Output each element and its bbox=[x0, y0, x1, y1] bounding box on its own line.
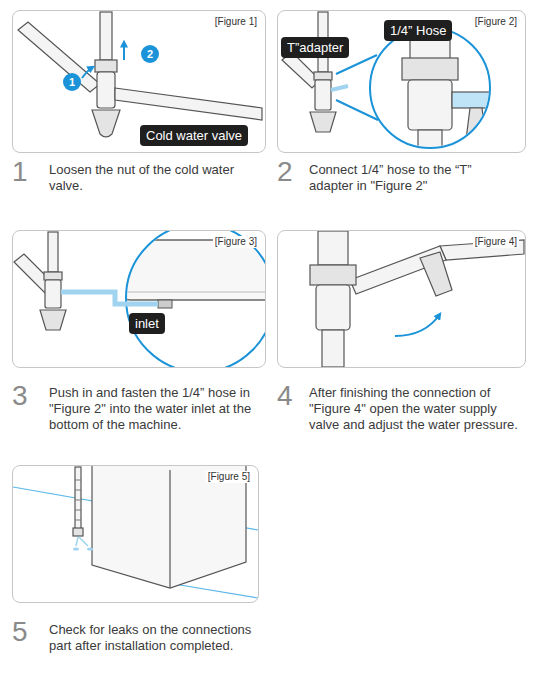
part-name: 1/4” Hose bbox=[390, 22, 446, 39]
part-callout: T”adapter bbox=[281, 37, 349, 58]
figure-tag: [Figure 1] bbox=[213, 16, 259, 28]
part-name: T”adapter bbox=[287, 39, 343, 56]
leak-spray bbox=[79, 537, 88, 546]
figure-2-art bbox=[282, 12, 496, 160]
step-instruction: After finishing the connection of "Figur… bbox=[309, 385, 521, 433]
leak-drop bbox=[87, 547, 93, 550]
hose-fitting bbox=[73, 528, 83, 536]
machine-bottom bbox=[120, 240, 265, 308]
valve-handle bbox=[92, 110, 120, 137]
magnified-valve bbox=[402, 20, 496, 160]
machine-body bbox=[120, 240, 265, 300]
figure-tag: [Figure 2] bbox=[473, 16, 519, 28]
valve-body bbox=[315, 80, 331, 110]
step-instruction: Loosen the nut of the cold water valve. bbox=[49, 162, 261, 194]
step-number: 3 bbox=[12, 381, 28, 411]
lower-pipe bbox=[418, 130, 442, 160]
part-name: Cold water valve bbox=[146, 127, 242, 144]
quarter-inch-hose bbox=[61, 292, 158, 304]
step-instruction: Connect 1/4” hose to the “T” adapter in … bbox=[309, 162, 514, 194]
lower-pipe bbox=[322, 330, 344, 367]
figure-panel: [Figure 3] inlet bbox=[12, 230, 266, 368]
step-instruction: Check for leaks on the connections part … bbox=[49, 622, 269, 654]
hose-pipe bbox=[75, 467, 81, 529]
t-adapter-nut bbox=[310, 265, 356, 285]
open-arrow bbox=[395, 314, 440, 336]
valve-handle bbox=[40, 310, 66, 330]
small-hose bbox=[331, 86, 348, 90]
part-name: inlet bbox=[135, 315, 159, 332]
loosen-arrow bbox=[82, 67, 93, 78]
figure-panel: [Figure 5] bbox=[12, 465, 259, 603]
step-number: 2 bbox=[277, 157, 293, 187]
valve-handle bbox=[310, 112, 336, 132]
t-adapter-body bbox=[408, 80, 452, 130]
step-instruction: Push in and fasten the 1/4” hose in "Fig… bbox=[49, 385, 271, 433]
pipe-thread bbox=[75, 480, 81, 520]
outlet-pipe bbox=[115, 88, 262, 120]
figure-panel: [Figure 2] T”adapter 1/4” Hose bbox=[277, 10, 526, 153]
figure-tag: [Figure 5] bbox=[206, 471, 252, 483]
callout-number: 1 bbox=[63, 73, 81, 91]
valve-handle bbox=[466, 108, 486, 140]
water-inlet bbox=[158, 300, 172, 308]
machine-body bbox=[92, 466, 246, 588]
step-number: 4 bbox=[277, 381, 293, 411]
t-adapter-nut bbox=[314, 72, 332, 80]
valve-nut bbox=[95, 60, 117, 72]
supply-valve-handle bbox=[420, 252, 452, 296]
step-callout-circle: 2 bbox=[141, 45, 159, 63]
magnifier-ring bbox=[370, 28, 490, 148]
valve-nut bbox=[44, 272, 62, 280]
figure-panel: [Figure 1] 1 2Cold water valve bbox=[12, 10, 266, 153]
valve-body bbox=[45, 280, 61, 308]
callout-number: 2 bbox=[141, 45, 159, 63]
t-adapter-nut bbox=[402, 58, 458, 80]
supply-pipe bbox=[318, 231, 348, 265]
valve-body bbox=[97, 72, 115, 108]
t-adapter-body bbox=[316, 285, 350, 330]
wall-pipe bbox=[18, 22, 100, 92]
part-callout: inlet bbox=[129, 313, 165, 334]
machine-edge bbox=[126, 292, 265, 293]
magnifier-area bbox=[120, 231, 265, 367]
figure-panel: [Figure 4] bbox=[277, 230, 526, 368]
step-number: 1 bbox=[12, 157, 28, 187]
leak-spray bbox=[76, 537, 78, 546]
step-callout-circle: 1 bbox=[63, 73, 81, 91]
figure-tag: [Figure 4] bbox=[473, 236, 519, 248]
part-callout: Cold water valve bbox=[140, 125, 248, 146]
figure-3-art bbox=[14, 224, 280, 372]
leak-drop bbox=[73, 547, 79, 550]
supply-pipe bbox=[100, 12, 112, 60]
magnifier-ring bbox=[126, 231, 265, 367]
step-number: 5 bbox=[12, 617, 28, 647]
lift-arrow bbox=[123, 42, 125, 60]
figure-5-art bbox=[13, 466, 258, 598]
machine-edge bbox=[169, 470, 170, 588]
figure-4-art bbox=[310, 231, 524, 367]
supply-pipe bbox=[48, 232, 58, 272]
part-callout: 1/4” Hose bbox=[384, 20, 452, 41]
figure-tag: [Figure 3] bbox=[213, 236, 259, 248]
figure-1-art bbox=[18, 12, 262, 137]
